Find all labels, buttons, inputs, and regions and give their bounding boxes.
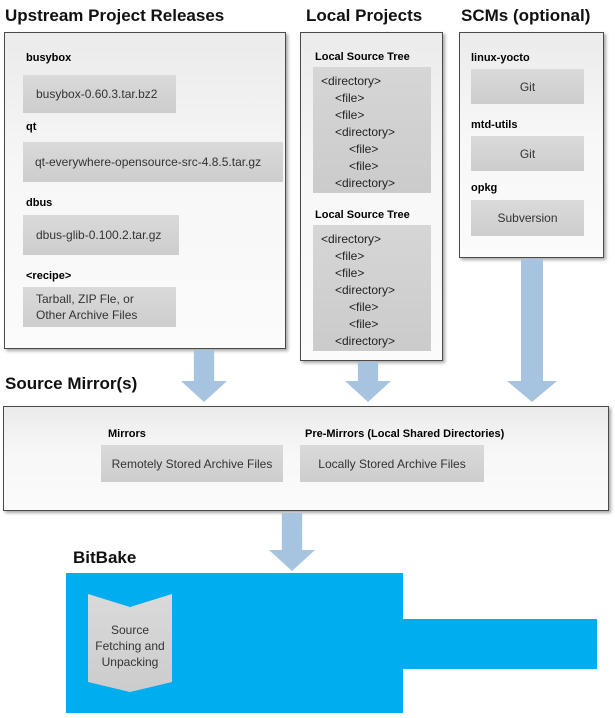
tree-line: <file> — [335, 108, 365, 122]
tree-line: <file> — [349, 159, 379, 173]
source-mirrors-panel: Mirrors Remotely Stored Archive Files Pr… — [3, 406, 609, 511]
down-arrow-icon — [345, 362, 391, 402]
source-mirrors-title: Source Mirror(s) — [5, 374, 138, 393]
upstream-artifact-box: busybox-0.60.3.tar.bz2 — [23, 75, 176, 113]
local-projects-title: Local Projects — [306, 6, 423, 25]
upstream-releases-panel: busybox busybox-0.60.3.tar.bz2 qt qt-eve… — [4, 32, 286, 349]
upstream-artifact-box: Tarball, ZIP Fle, or Other Archive Files — [23, 287, 176, 327]
tree-line: <file> — [335, 266, 365, 280]
scm-entry-name: opkg — [471, 182, 498, 194]
scm-type-box: Subversion — [471, 200, 584, 236]
local-source-tree-label: Local Source Tree — [315, 209, 410, 221]
premirrors-label: Pre-Mirrors (Local Shared Directories) — [305, 428, 505, 440]
upstream-artifact-box: dbus-glib-0.100.2.tar.gz — [23, 215, 179, 255]
upstream-entry-name: busybox — [26, 52, 72, 64]
tree-line: <directory> — [321, 232, 382, 246]
tree-line: <directory> — [335, 176, 396, 190]
tree-line: <directory> — [321, 74, 382, 88]
down-arrow-icon — [269, 513, 315, 571]
premirrors-box: Locally Stored Archive Files — [300, 445, 484, 482]
upstream-entry-name: dbus — [26, 197, 53, 209]
tree-line: <file> — [349, 142, 379, 156]
scms-panel: linux-yocto Git mtd-utils Git opkg Subve… — [459, 32, 604, 258]
tree-line: <file> — [335, 91, 365, 105]
local-source-tree-label: Local Source Tree — [315, 51, 410, 63]
tree-line: <directory> — [335, 334, 396, 348]
tree-line: <file> — [349, 300, 379, 314]
scm-type-box: Git — [471, 69, 584, 104]
upstream-entry-name: <recipe> — [26, 270, 72, 282]
bitbake-output-tab — [403, 619, 597, 669]
bitbake-title: BitBake — [73, 548, 137, 567]
tree-line: <directory> — [335, 125, 396, 139]
upstream-artifact-box: qt-everywhere-opensource-src-4.8.5.tar.g… — [23, 142, 283, 182]
scms-title: SCMs (optional) — [461, 6, 591, 25]
source-fetching-chevron: Source Fetching and Unpacking — [88, 594, 172, 692]
mirrors-label: Mirrors — [108, 428, 146, 440]
tree-line: <file> — [335, 249, 365, 263]
scm-entry-name: mtd-utils — [471, 119, 518, 131]
mirrors-box: Remotely Stored Archive Files — [101, 445, 283, 482]
scm-entry-name: linux-yocto — [471, 52, 530, 64]
local-source-tree-box: <directory> <file> <file> <directory> <f… — [313, 225, 431, 351]
upstream-entry-name: qt — [26, 121, 37, 133]
tree-line: <directory> — [335, 283, 396, 297]
upstream-releases-title: Upstream Project Releases — [5, 6, 225, 25]
local-source-tree-box: <directory> <file> <file> <directory> <f… — [313, 67, 431, 193]
down-arrow-icon — [507, 259, 557, 402]
scm-type-box: Git — [471, 136, 584, 171]
local-projects-panel: Local Source Tree <directory> <file> <fi… — [300, 32, 443, 361]
down-arrow-icon — [181, 350, 227, 402]
tree-line: <file> — [349, 317, 379, 331]
